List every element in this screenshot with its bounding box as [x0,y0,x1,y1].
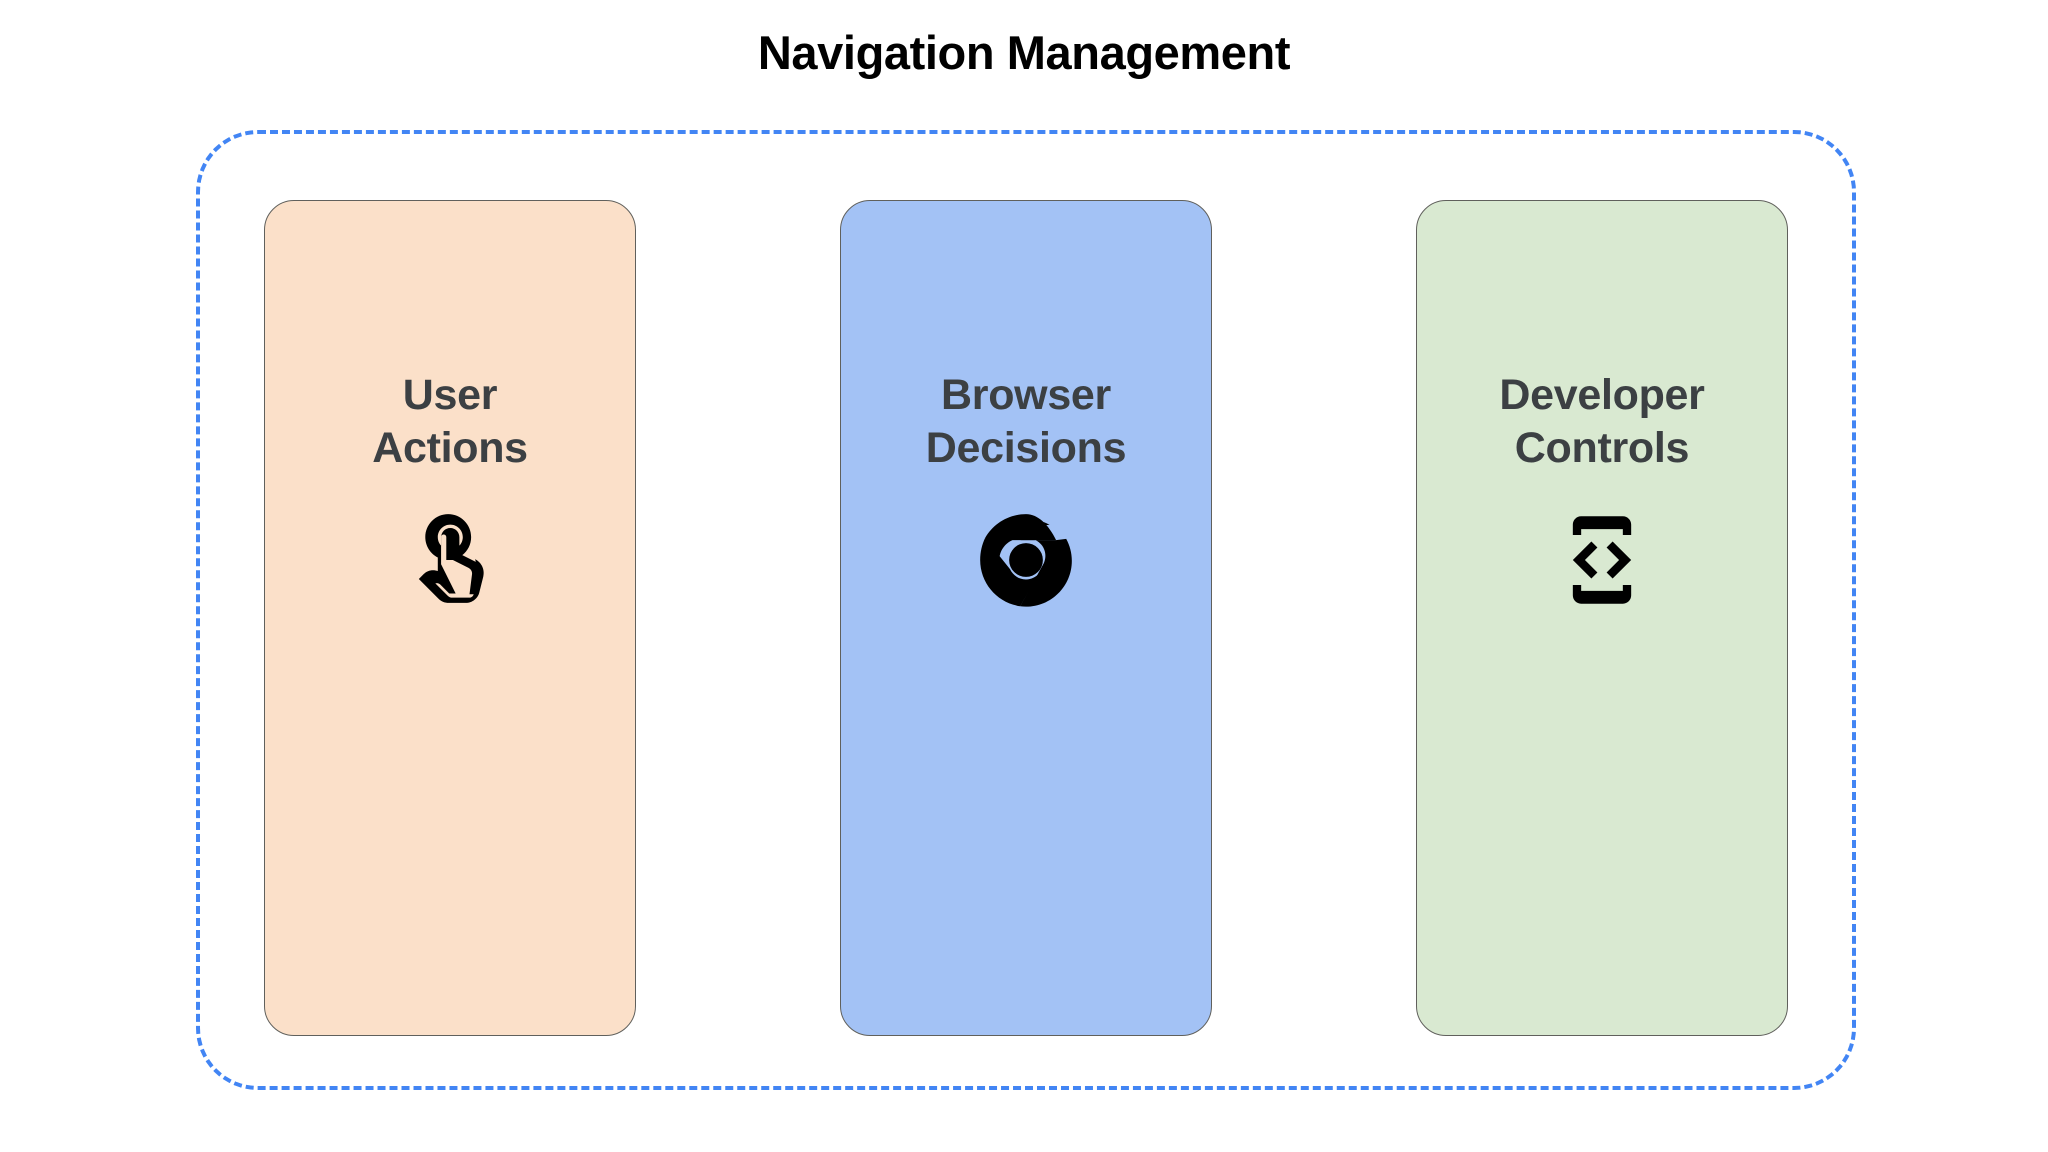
touch-app-icon [400,510,500,610]
cards-row: User Actions Browser Decisions [196,200,1856,1036]
card-label-developer-controls: Developer Controls [1499,371,1705,473]
developer-mode-icon [1552,510,1652,610]
card-browser-decisions[interactable]: Browser Decisions [840,200,1212,1036]
page-title: Navigation Management [757,26,1291,79]
card-user-actions[interactable]: User Actions [264,200,636,1036]
card-developer-controls[interactable]: Developer Controls [1416,200,1788,1036]
navigation-management-group-container [196,130,1856,1090]
card-label-user-actions: User Actions [372,371,528,473]
chrome-logo-icon [976,510,1076,610]
card-label-browser-decisions: Browser Decisions [925,371,1127,473]
